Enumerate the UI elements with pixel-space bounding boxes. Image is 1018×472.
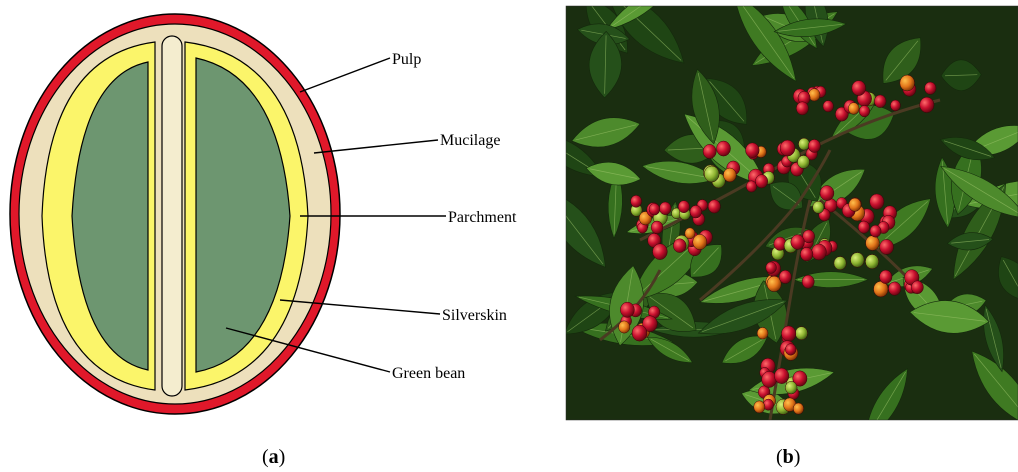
coffee-cherry xyxy=(911,281,923,294)
label-parchment: Parchment xyxy=(448,209,517,226)
label-silverskin: Silverskin xyxy=(442,307,507,324)
coffee-cherry xyxy=(791,235,805,250)
coffee-cherry xyxy=(755,175,767,188)
coffee-cherry xyxy=(653,244,668,260)
coffee-cherry xyxy=(620,302,634,317)
coffee-cherry xyxy=(746,143,760,158)
coffee-cherry xyxy=(800,247,813,261)
coffee-cherry xyxy=(890,100,900,111)
coffee-cherry xyxy=(649,204,660,216)
coffee-cherry xyxy=(673,239,686,253)
coffee-cherry xyxy=(717,141,731,156)
coffee-cherry xyxy=(708,200,720,213)
coffee-cherry xyxy=(619,321,630,333)
coffee-cherry xyxy=(704,166,719,182)
coffee-cherry xyxy=(781,326,795,342)
coffee-cherry xyxy=(690,205,702,218)
coffee-cherry xyxy=(779,270,791,283)
leader-pulp xyxy=(300,58,390,92)
coffee-cherry xyxy=(762,371,777,387)
coffee-cherry xyxy=(774,368,788,384)
coffee-cherry xyxy=(795,327,807,340)
coffee-cherry xyxy=(870,194,884,209)
coffee-cherry xyxy=(879,270,892,284)
coffee-cherry xyxy=(797,155,809,168)
coffee-cherry xyxy=(925,82,937,94)
coffee-cherry xyxy=(852,81,866,96)
label-green-bean: Green bean xyxy=(392,365,465,382)
coffee-cherry xyxy=(685,228,695,239)
label-pulp: Pulp xyxy=(392,51,421,68)
coffee-cherry xyxy=(631,195,642,207)
coffee-cherry xyxy=(659,202,671,215)
coffee-cherry xyxy=(766,262,777,274)
coffee-cherry xyxy=(851,253,865,268)
coffee-cherry xyxy=(874,95,886,108)
coffee-cherry xyxy=(858,221,869,233)
coffee-cherry xyxy=(823,101,834,112)
coffee-cherry xyxy=(746,181,756,192)
coffee-cherry xyxy=(849,198,861,211)
coffee-cherry xyxy=(812,244,827,260)
coffee-cherry xyxy=(798,138,809,150)
caption-b: (b) xyxy=(776,446,800,468)
coffee-cherry xyxy=(834,256,846,269)
coffee-cherry xyxy=(813,201,824,213)
label-mucilage: Mucilage xyxy=(440,132,500,149)
coffee-cherry xyxy=(693,234,707,249)
coffee-cherries-photo xyxy=(529,0,1018,445)
coffee-cherry xyxy=(785,344,796,356)
coffee-cherry xyxy=(793,403,803,414)
coffee-cherry xyxy=(865,254,878,268)
coffee-cherry xyxy=(880,239,894,254)
coffee-cherry xyxy=(802,275,814,288)
coffee-cherry xyxy=(632,325,647,341)
coffee-cherry xyxy=(808,139,820,152)
caption-a: (a) xyxy=(262,446,285,468)
coffee-cherry xyxy=(870,225,881,237)
coffee-cherry xyxy=(703,144,716,158)
coffee-cherry xyxy=(920,97,934,112)
coffee-cherry xyxy=(757,327,768,339)
coffee-cherry xyxy=(888,282,901,296)
bean-cross-section-diagram: Pulp Mucilage Parchment Silverskin Green… xyxy=(10,14,517,414)
coffee-cherry xyxy=(723,168,736,182)
coffee-cherry xyxy=(651,221,663,234)
coffee-cherry xyxy=(866,236,880,251)
coffee-cherry xyxy=(820,186,834,201)
coffee-cherry xyxy=(678,201,689,213)
coffee-cherry xyxy=(785,381,797,394)
coffee-cherry xyxy=(848,103,859,115)
leader-mucilage xyxy=(314,140,438,153)
coffee-cherry xyxy=(859,105,870,116)
silverskin-strip xyxy=(162,36,182,396)
coffee-cherry xyxy=(796,102,808,115)
coffee-cherry xyxy=(900,75,915,91)
coffee-cherry xyxy=(754,401,765,413)
coffee-cherry xyxy=(780,140,795,156)
